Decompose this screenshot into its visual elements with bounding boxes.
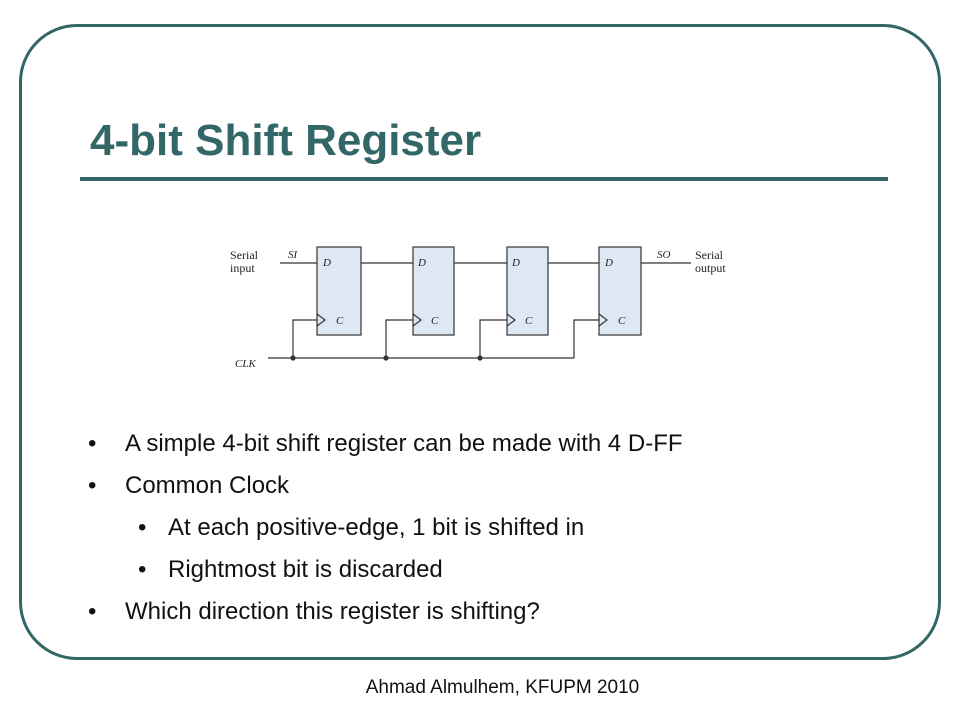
bullet-text: Rightmost bit is discarded [168, 556, 443, 583]
d-label: D [511, 257, 520, 269]
clk-wire-ff1 [292, 319, 317, 358]
bullet-text: Common Clock [125, 472, 290, 499]
title-rule [80, 177, 888, 181]
d-label: D [604, 257, 613, 269]
bullet-text: A simple 4-bit shift register can be mad… [125, 430, 683, 457]
clk-junction [290, 355, 296, 361]
clk-junction [383, 355, 389, 361]
d-label: D [417, 257, 426, 269]
serial-input-label: input [230, 261, 255, 275]
si-label: SI [288, 249, 299, 261]
d-label: D [322, 257, 331, 269]
clk-label: CLK [235, 358, 256, 370]
serial-output-label: Serial [695, 248, 724, 262]
serial-output-label: output [695, 261, 726, 275]
d-flip-flop-2: D C [412, 246, 455, 336]
bullet-text: At each positive-edge, 1 bit is shifted … [168, 514, 585, 541]
c-label: C [618, 315, 626, 327]
clk-wire-ff4 [573, 319, 599, 358]
d-flip-flop-4: D C [598, 246, 642, 336]
slide-title: 4-bit Shift Register [90, 116, 482, 165]
serial-input-label: Serial [230, 248, 259, 262]
clk-junction [477, 355, 483, 361]
clk-wire-ff3 [479, 319, 507, 358]
c-label: C [525, 315, 533, 327]
bullet-text: Which direction this register is shiftin… [125, 598, 540, 625]
clk-wire-ff2 [385, 319, 413, 358]
c-label: C [336, 315, 344, 327]
d-flip-flop-3: D C [506, 246, 549, 336]
slide-footer: Ahmad Almulhem, KFUPM 2010 [365, 677, 640, 698]
slide-frame [19, 24, 941, 660]
d-flip-flop-1: D C [316, 246, 362, 336]
c-label: C [431, 315, 439, 327]
shift-register-diagram: D C D C D C D C Serial input SI SO Seria… [230, 246, 726, 370]
so-label: SO [657, 249, 671, 261]
